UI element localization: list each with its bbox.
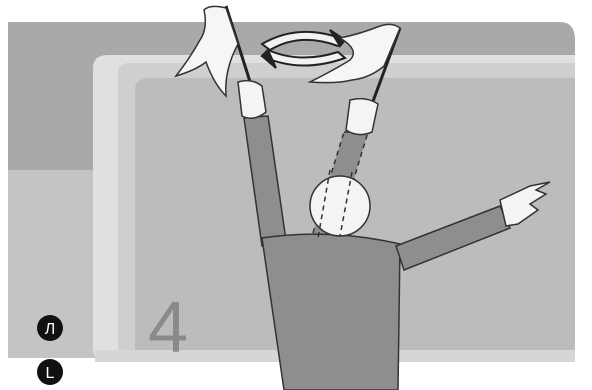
badge-text: Л — [45, 321, 56, 338]
badge-cyrillic: Л — [37, 315, 63, 341]
step-number: 4 — [148, 288, 188, 368]
badge-text: L — [46, 365, 55, 382]
badge-latin: L — [37, 359, 63, 385]
